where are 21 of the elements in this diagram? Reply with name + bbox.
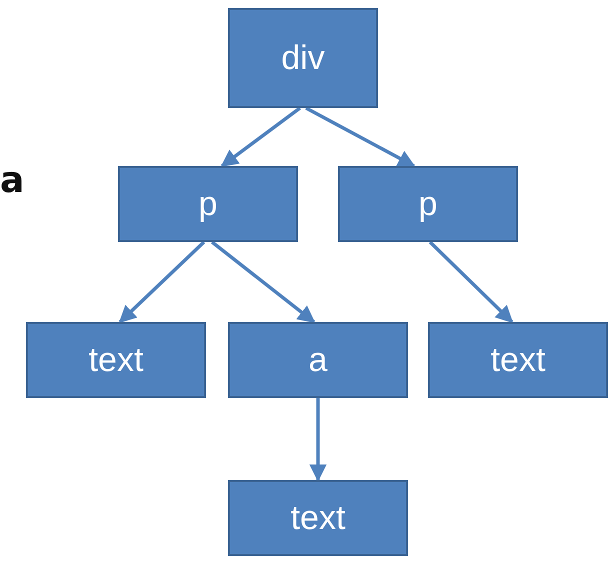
- tree-node-box: [26, 322, 206, 398]
- tree-node-box: [118, 166, 298, 242]
- node-label: p: [198, 184, 218, 224]
- node-label: text: [88, 340, 144, 380]
- arrow: [210, 240, 316, 324]
- tree-node-box: [428, 322, 608, 398]
- arrow: [118, 240, 206, 324]
- tree-node-box: [228, 322, 408, 398]
- arrow: [309, 398, 327, 482]
- tree-node-box: [228, 8, 378, 108]
- node-label: a: [308, 340, 328, 380]
- node-label: p: [418, 184, 438, 224]
- arrow: [305, 106, 416, 168]
- arrow: [428, 240, 514, 324]
- tag-label: a: [0, 160, 24, 201]
- node-label: text: [290, 498, 346, 538]
- tree-node-box: [228, 480, 408, 556]
- node-label: text: [490, 340, 546, 380]
- node-label: div: [281, 38, 325, 78]
- tree-node-box: [338, 166, 518, 242]
- arrow: [220, 106, 302, 168]
